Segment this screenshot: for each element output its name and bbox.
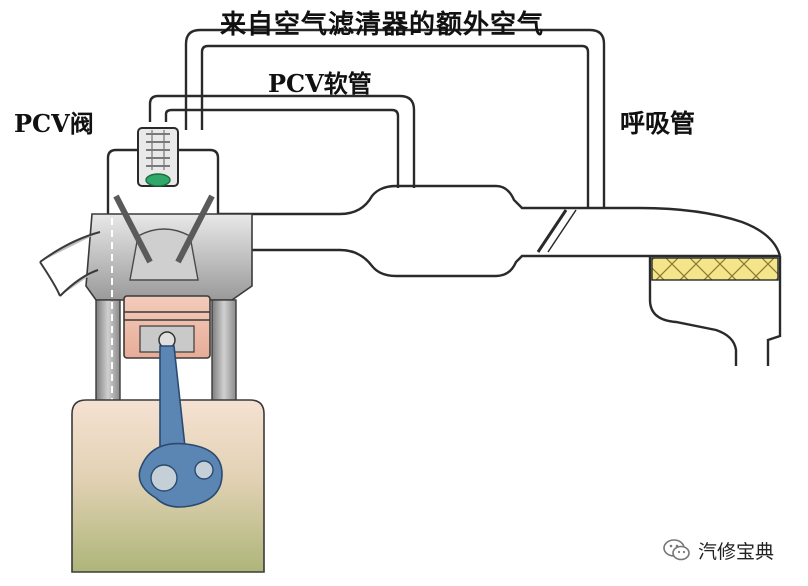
throttle-plate [536,209,568,253]
pcv-hose [148,94,416,188]
rocker-cover [106,148,220,214]
intake-duct-lower [232,248,780,278]
watermark: 汽修宝典 [662,532,774,568]
extra-air-tube [184,28,606,208]
pcv-hose-label: PCV软管 [268,69,372,98]
watermark-text: 汽修宝典 [698,540,775,563]
exhaust-valve [175,194,215,264]
cylinder-wall-left [95,299,121,411]
air-filter [651,257,779,281]
intake-valve [113,194,153,264]
intake-duct-upper [218,184,782,257]
pcv-valve-label: PCV阀 [14,109,94,138]
pcv-valve-seat [145,173,171,187]
exhaust-manifold [39,231,101,297]
wechat-icon [663,539,690,561]
cylinder-wall-right [211,299,237,411]
crankshaft [138,442,223,508]
breather-pipe-label: 呼吸管 [620,109,696,138]
extra-air-label: 来自空气滤清器的额外空气 [220,10,545,40]
pcv-valve [137,127,179,187]
air-cleaner-box [648,256,782,366]
